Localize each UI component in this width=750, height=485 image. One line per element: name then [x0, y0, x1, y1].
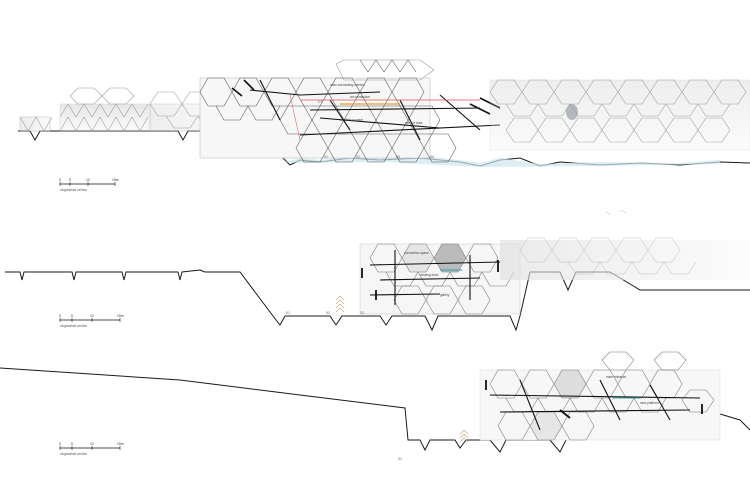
section-1-scale-tick-2: 10 [86, 178, 90, 182]
section-1-water [285, 156, 720, 167]
section-3-structure [485, 379, 703, 431]
section-3-people [459, 429, 469, 443]
section-3-caption: longitudinal section [60, 452, 87, 456]
section-1-scale-bar: 0 5 10 15m longitudinal section [59, 178, 119, 192]
section-1-scale-tick-3: 15m [112, 178, 119, 182]
section-2-scale-tick-3: 15m [117, 314, 124, 318]
section-1-hex-cluster-right [489, 79, 750, 151]
section-3-scale-tick-0: 0 [59, 442, 61, 446]
section-2-people [335, 295, 345, 313]
section-1-ground-number-1: 01 [324, 155, 328, 159]
section-2-scale-bar: 0 5 10 15m longitudinal section [59, 314, 124, 328]
section-1-annotation-2: art connection [350, 95, 370, 99]
section-2: connection space viewing deck gallery 01… [5, 209, 750, 332]
section-3-annotation-1: main entrance [606, 375, 626, 379]
section-2-annotation-3: gallery [440, 293, 450, 297]
section-2-annotation-2: viewing deck [420, 273, 439, 277]
section-1-annotation-1: main connecting corridor [330, 83, 366, 87]
section-3-scale-tick-3: 15m [117, 442, 124, 446]
section-2-caption: longitudinal section [60, 324, 87, 328]
section-2-ground-number-2: 02 [326, 311, 330, 315]
section-3-annotation-2: view platform [640, 401, 659, 405]
section-2-annotation-1: connection space [404, 251, 429, 255]
section-1-hex-cluster-center [199, 59, 457, 163]
section-3: main entrance view platform 01 0 5 10 15… [0, 351, 750, 461]
section-1-annotation-5: 1:1 [318, 100, 323, 104]
section-3-ground-number-1: 01 [398, 457, 402, 461]
section-2-hex-band-faded [500, 209, 750, 280]
section-2-scale-tick-0: 0 [59, 314, 61, 318]
section-2-structure [361, 250, 501, 305]
section-2-scale-tick-2: 10 [90, 314, 94, 318]
section-2-ground-number-1: 01 [286, 311, 290, 315]
section-1-ground-number-2: 02 [356, 155, 360, 159]
section-1-hex-cluster-left [19, 87, 247, 132]
section-1-structure [231, 79, 501, 141]
section-1: main connecting corridor art connection … [18, 59, 750, 192]
section-1-annotation-3: exhibition space [340, 118, 363, 122]
section-3-scale-tick-2: 10 [90, 442, 94, 446]
section-1-ground-number-3: 03 [396, 155, 400, 159]
section-1-scale-tick-0: 0 [59, 178, 61, 182]
section-1-annotation-4: service area [405, 121, 423, 125]
section-1-caption: longitudinal section [60, 188, 87, 192]
section-1-scale-tick-1: 5 [69, 178, 71, 182]
section-1-ground-number-4: 04 [430, 155, 434, 159]
section-3-scale-tick-1: 5 [71, 442, 73, 446]
section-2-ground-number-3: 03 [360, 311, 364, 315]
section-3-scale-bar: 0 5 10 15m longitudinal section [59, 442, 124, 456]
section-2-scale-tick-1: 5 [71, 314, 73, 318]
section-3-hex-cluster [479, 351, 721, 441]
